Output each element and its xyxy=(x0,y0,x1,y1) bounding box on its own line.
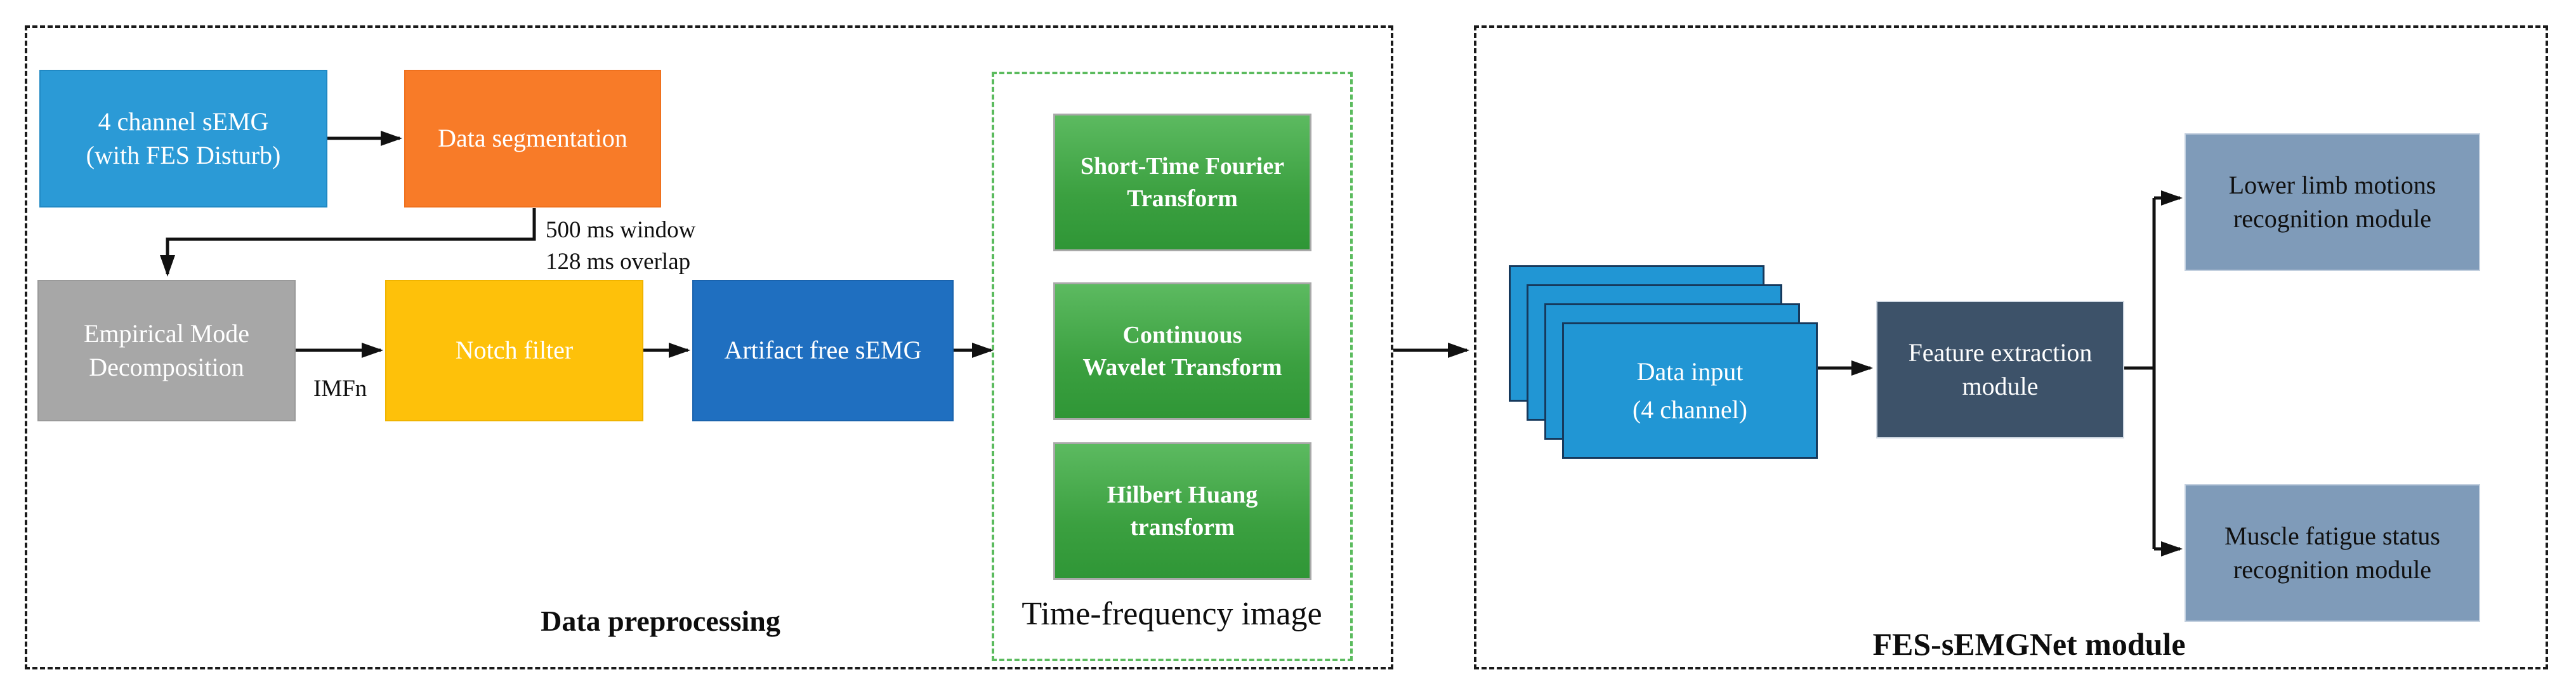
section-frame-data-preprocessing xyxy=(25,25,1393,669)
box-feature-extraction-module: Feature extraction module xyxy=(1876,301,2124,438)
section-title-fes-semgnet-module: FES-sEMGNet module xyxy=(1872,626,2186,662)
box-muscle-fatigue-status-module: Muscle fatigue status recognition module xyxy=(2185,484,2480,622)
section-title-time-frequency-image: Time-frequency image xyxy=(1022,596,1322,632)
arrow-segmentation-to-emd xyxy=(160,208,536,277)
annotation-imfn: IMFn xyxy=(313,376,367,402)
annotation-window-overlap: 500 ms window 128 ms overlap xyxy=(546,217,696,275)
section-frame-fes-semgnet xyxy=(1474,25,2548,669)
box-hilbert-huang-transform: Hilbert Huang transform xyxy=(1053,442,1311,580)
section-frame-time-frequency xyxy=(992,72,1353,661)
section-title-data-preprocessing: Data preprocessing xyxy=(541,605,780,637)
box-4-channel-semg: 4 channel sEMG (with FES Disturb) xyxy=(39,70,327,207)
box-data-input: Data input (4 channel) xyxy=(1562,322,1818,459)
box-lower-limb-motions-module: Lower limb motions recognition module xyxy=(2185,133,2480,271)
box-continuous-wavelet-transform: Continuous Wavelet Transform xyxy=(1053,282,1311,420)
box-data-segmentation: Data segmentation xyxy=(404,70,661,207)
box-artifact-free-semg: Artifact free sEMG xyxy=(692,280,954,421)
box-notch-filter: Notch filter xyxy=(385,280,643,421)
box-short-time-fourier-transform: Short-Time Fourier Transform xyxy=(1053,114,1311,251)
box-empirical-mode-decomposition: Empirical Mode Decomposition xyxy=(37,280,296,421)
